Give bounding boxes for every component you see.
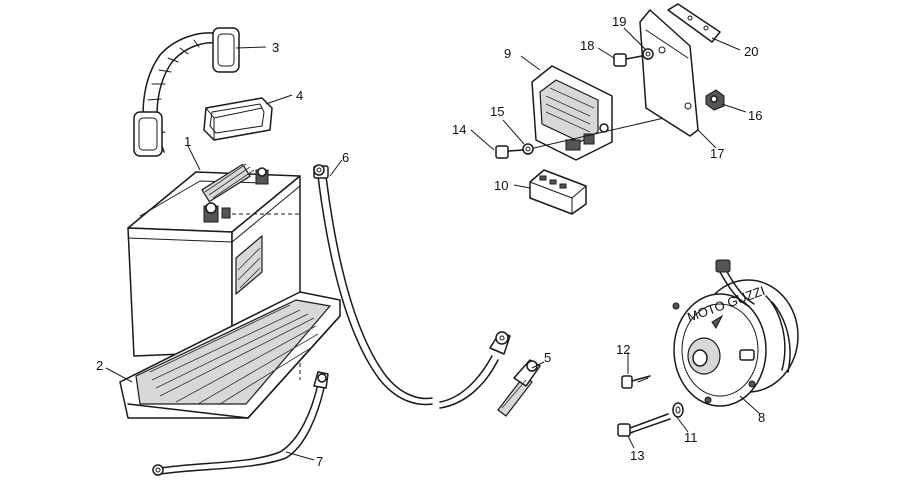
callout-16: 16 — [748, 108, 762, 123]
callout-17: 17 — [710, 146, 724, 161]
callout-9: 9 — [504, 46, 511, 61]
leader-lines — [105, 27, 761, 461]
callout-3: 3 — [272, 40, 279, 55]
callout-12: 12 — [616, 342, 630, 357]
callout-4: 4 — [296, 88, 303, 103]
battery — [127, 163, 301, 380]
callout-1: 1 — [184, 134, 191, 149]
callout-14: 14 — [452, 122, 466, 137]
terminal-cover — [203, 97, 273, 141]
cable-terminal — [497, 359, 541, 417]
callout-7: 7 — [316, 454, 323, 469]
callouts: 1 2 3 4 5 6 7 8 9 10 11 12 13 14 15 16 1… — [96, 14, 765, 469]
alternator-bolt-long — [617, 402, 684, 437]
alternator: MOTO GUZZI — [672, 259, 799, 407]
connector-block — [529, 169, 587, 215]
callout-18: 18 — [580, 38, 594, 53]
callout-13: 13 — [630, 448, 644, 463]
bracket-nut — [705, 89, 725, 111]
callout-2: 2 — [96, 358, 103, 373]
callout-19: 19 — [612, 14, 626, 29]
bracket-screw — [613, 48, 654, 67]
callout-6: 6 — [342, 150, 349, 165]
positive-cable — [313, 164, 511, 409]
bracket-plate — [667, 3, 721, 43]
callout-5: 5 — [544, 350, 551, 365]
callout-8: 8 — [758, 410, 765, 425]
voltage-regulator — [531, 65, 613, 161]
mounting-bracket — [639, 9, 699, 137]
battery-strap — [133, 27, 240, 157]
callout-10: 10 — [494, 178, 508, 193]
callout-20: 20 — [744, 44, 758, 59]
callout-15: 15 — [490, 104, 504, 119]
ground-cable — [152, 371, 329, 476]
callout-11: 11 — [684, 430, 698, 445]
battery-tray — [119, 291, 341, 419]
alternator-bolt-short — [621, 375, 651, 389]
